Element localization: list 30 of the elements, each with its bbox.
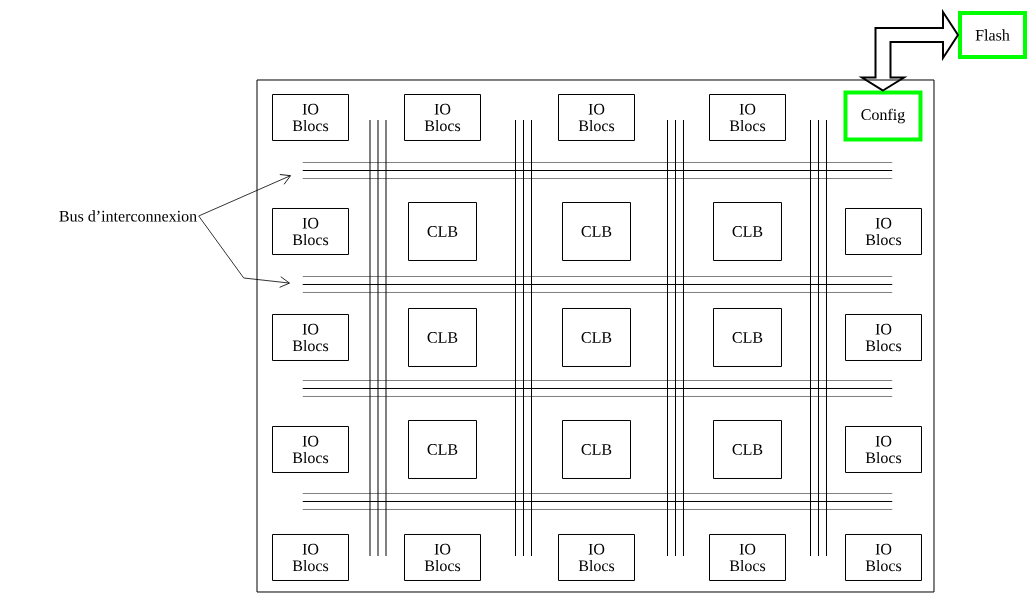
bus-label: Bus d’interconnexion xyxy=(59,210,197,222)
chip-outline xyxy=(256,79,935,593)
io-block: IO Blocs xyxy=(558,94,635,141)
io-block: IO Blocs xyxy=(272,208,349,255)
io-block: IO Blocs xyxy=(272,94,349,141)
io-block: IO Blocs xyxy=(272,534,349,581)
io-block: IO Blocs xyxy=(709,94,786,141)
io-block: IO Blocs xyxy=(845,314,922,361)
clb-block: CLB xyxy=(408,308,477,367)
clb-block: CLB xyxy=(562,420,631,479)
clb-block: CLB xyxy=(713,202,782,261)
io-block: IO Blocs xyxy=(404,94,481,141)
io-block: IO Blocs xyxy=(404,534,481,581)
io-block: IO Blocs xyxy=(845,208,922,255)
clb-block: CLB xyxy=(408,202,477,261)
io-block: IO Blocs xyxy=(558,534,635,581)
clb-block: CLB xyxy=(562,202,631,261)
io-block: IO Blocs xyxy=(272,426,349,473)
leader-arrow xyxy=(198,174,291,217)
clb-block: CLB xyxy=(713,420,782,479)
io-block: IO Blocs xyxy=(709,534,786,581)
flash-box: Flash xyxy=(958,11,1027,59)
clb-block: CLB xyxy=(408,420,477,479)
io-block: IO Blocs xyxy=(845,534,922,581)
clb-block: CLB xyxy=(562,308,631,367)
io-block: IO Blocs xyxy=(272,314,349,361)
config-box: Config xyxy=(843,90,923,142)
clb-block: CLB xyxy=(713,308,782,367)
io-block: IO Blocs xyxy=(845,426,922,473)
leader-arrow xyxy=(198,215,290,288)
